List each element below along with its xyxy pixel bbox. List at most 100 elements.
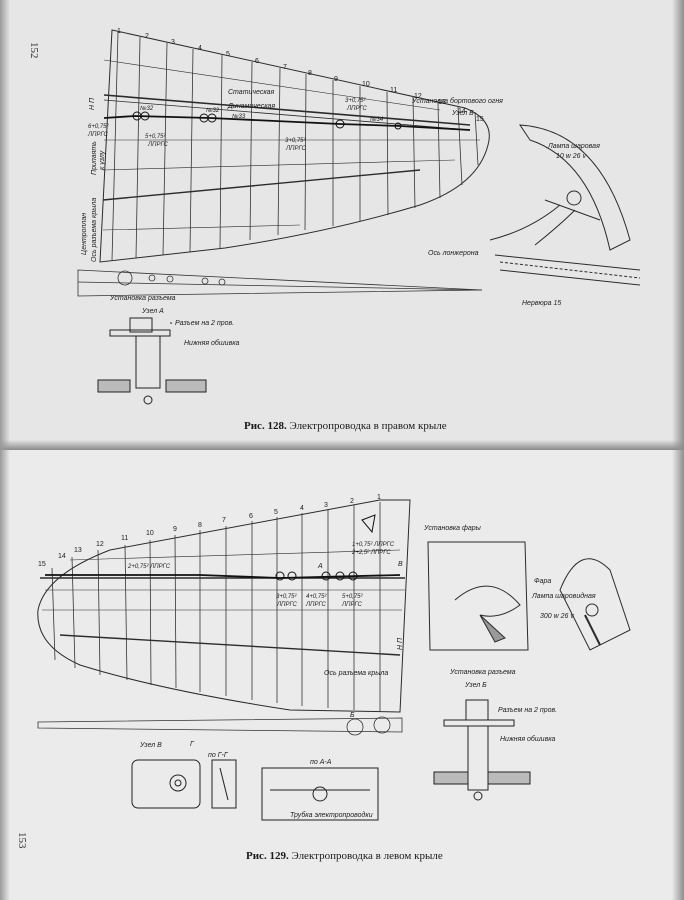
figure-caption: Рис. 129. Электропроводка в левом крыле — [246, 850, 443, 862]
label-connector-2: Разъем на 2 пров. — [175, 320, 234, 327]
label-section-a: по А-А — [310, 759, 332, 766]
rib-number: 8 — [308, 70, 312, 77]
label-wire-c: 2+0,75² ЛПРГС — [127, 564, 171, 570]
label-section-g: по Г-Г — [208, 752, 229, 759]
caption-label: Рис. 129. — [246, 850, 289, 862]
label-headlight: Установка фары — [423, 525, 482, 532]
label-wire4b: ЛПРГС — [87, 132, 109, 138]
label-letter-a: А — [317, 563, 323, 570]
label-headlight-part: Фара — [534, 578, 551, 585]
label-wire-ee: ЛПРГС — [305, 602, 327, 608]
wing-outline — [99, 29, 490, 263]
rib-number: 7 — [222, 517, 226, 524]
label-node-a: Узел А — [141, 308, 164, 315]
rib-number: 10 — [146, 530, 154, 537]
label-wire-b: 2+2,5² ЛПРГС — [351, 550, 391, 556]
label-spar-axis: Ось лонжерона — [428, 250, 479, 257]
rib-number: 2 — [145, 33, 149, 40]
rib-number: 12 — [96, 541, 104, 548]
label-letter-v: В — [398, 561, 403, 568]
label-connector-2: Разъем на 2 пров. — [498, 707, 557, 714]
rib-number: 3 — [171, 39, 175, 46]
rib-number: 1 — [377, 494, 381, 501]
label-tube34: №34 — [370, 116, 384, 123]
rib-number: 9 — [334, 76, 338, 83]
label-letter-g: Г — [190, 741, 195, 748]
node-a-drawing — [97, 317, 207, 405]
label-lower-skin: Нижняя обшивка — [184, 339, 240, 347]
label-center-axis: Ось разъема крыла — [91, 198, 98, 262]
left-edge-shadow — [0, 0, 10, 900]
label-node-v: Узел В — [139, 742, 162, 749]
caption-text: Электропроводка в правом крыле — [289, 420, 447, 432]
rib-number: 4 — [198, 45, 202, 52]
label-wire1b: ЛПРГС — [346, 106, 368, 112]
rib-number: 14 — [458, 108, 466, 115]
label-wire2b: ЛПРГС — [147, 142, 169, 148]
label-np: Н П — [89, 97, 96, 110]
label-connector-install: Установка разъема — [109, 295, 176, 302]
label-node-b: Узел Б — [451, 110, 474, 117]
label-connector-install: Установка разъема — [449, 669, 516, 676]
left-wing-drawing: 15 14 13 12 11 10 9 8 7 6 5 4 3 2 1 1+0,… — [37, 494, 631, 821]
rib-number: 11 — [390, 87, 397, 94]
caption-text: Электропроводка в левом крыле — [291, 850, 443, 862]
label-axis: Ось разъема крыла — [324, 670, 388, 677]
rib-number: 15 — [38, 561, 46, 568]
label-tube32: №32 — [140, 105, 154, 112]
rib-number: 14 — [58, 553, 66, 560]
bottom-page: 15 14 13 12 11 10 9 8 7 6 5 4 3 2 1 1+0,… — [0, 450, 684, 900]
label-lamp: Лампа шаровая — [547, 143, 600, 150]
label-wire-tube: Трубка электропроводки — [290, 811, 373, 819]
rib-number: 11 — [121, 535, 128, 542]
label-rib15: Нервюра 15 — [522, 300, 561, 307]
rib-number: 2 — [350, 498, 354, 505]
rib-number: 8 — [198, 522, 202, 529]
label-wire-dd: ЛПРГС — [276, 602, 298, 608]
rib-number: 15 — [476, 116, 484, 123]
rib-number: 6 — [255, 58, 259, 65]
right-wing-drawing: 1 2 3 4 5 6 7 8 9 10 11 12 13 14 15 Стат… — [77, 28, 641, 405]
label-wire3: 3+0,75² — [285, 138, 307, 144]
label-wire-a: 1+0,75² ЛПРГС — [352, 542, 395, 548]
section-views — [131, 759, 379, 821]
label-wire-e: 4+0,75² — [306, 594, 328, 600]
top-page: 152 — [0, 0, 684, 450]
node-b-drawing — [433, 699, 531, 801]
rib-number: 5 — [274, 509, 278, 516]
label-solder2: к узлу — [99, 150, 106, 170]
rib-number: 6 — [249, 513, 253, 520]
rib-number: 1 — [117, 28, 121, 35]
rib-number: 7 — [283, 64, 287, 71]
label-wire-d: 3+0,75² — [276, 594, 298, 600]
label-np: Н П — [397, 637, 404, 650]
rib-number: 5 — [226, 51, 230, 58]
label-wire2: 5+0,75² — [145, 134, 167, 140]
figure-caption: Рис. 128. Электропроводка в правом крыле — [244, 420, 447, 432]
right-edge-shadow — [672, 0, 684, 900]
rib-number: 3 — [324, 502, 328, 509]
rib-number: 9 — [173, 526, 177, 533]
label-letter-b: Б — [350, 712, 355, 719]
caption-label: Рис. 128. — [244, 420, 287, 432]
label-static: Статическая — [228, 89, 275, 96]
label-wire-f: 5+0,75² — [342, 594, 364, 600]
label-solder: Припаять — [91, 141, 98, 175]
label-wire-ff: ЛПРГС — [341, 602, 363, 608]
wing-outline — [37, 499, 411, 713]
label-wire4: 6+0,75² — [88, 124, 110, 130]
label-wire1: 3+0,75² — [345, 98, 367, 104]
label-tube32b: №32 — [206, 107, 220, 114]
rib-number: 13 — [438, 99, 446, 106]
label-wire3b: ЛПРГС — [285, 146, 307, 152]
rib-number: 10 — [362, 81, 370, 88]
rib-number: 12 — [414, 93, 422, 100]
label-node-b: Узел Б — [464, 682, 487, 689]
headlight-detail — [427, 541, 631, 651]
label-nav-light: Установка бортового огня — [411, 97, 503, 105]
wingtip-detail — [489, 124, 641, 286]
rib-number: 4 — [300, 505, 304, 512]
page-number: 153 — [16, 832, 28, 849]
label-lower-skin: Нижняя обшивка — [500, 735, 556, 743]
label-tube33: №33 — [232, 113, 246, 120]
